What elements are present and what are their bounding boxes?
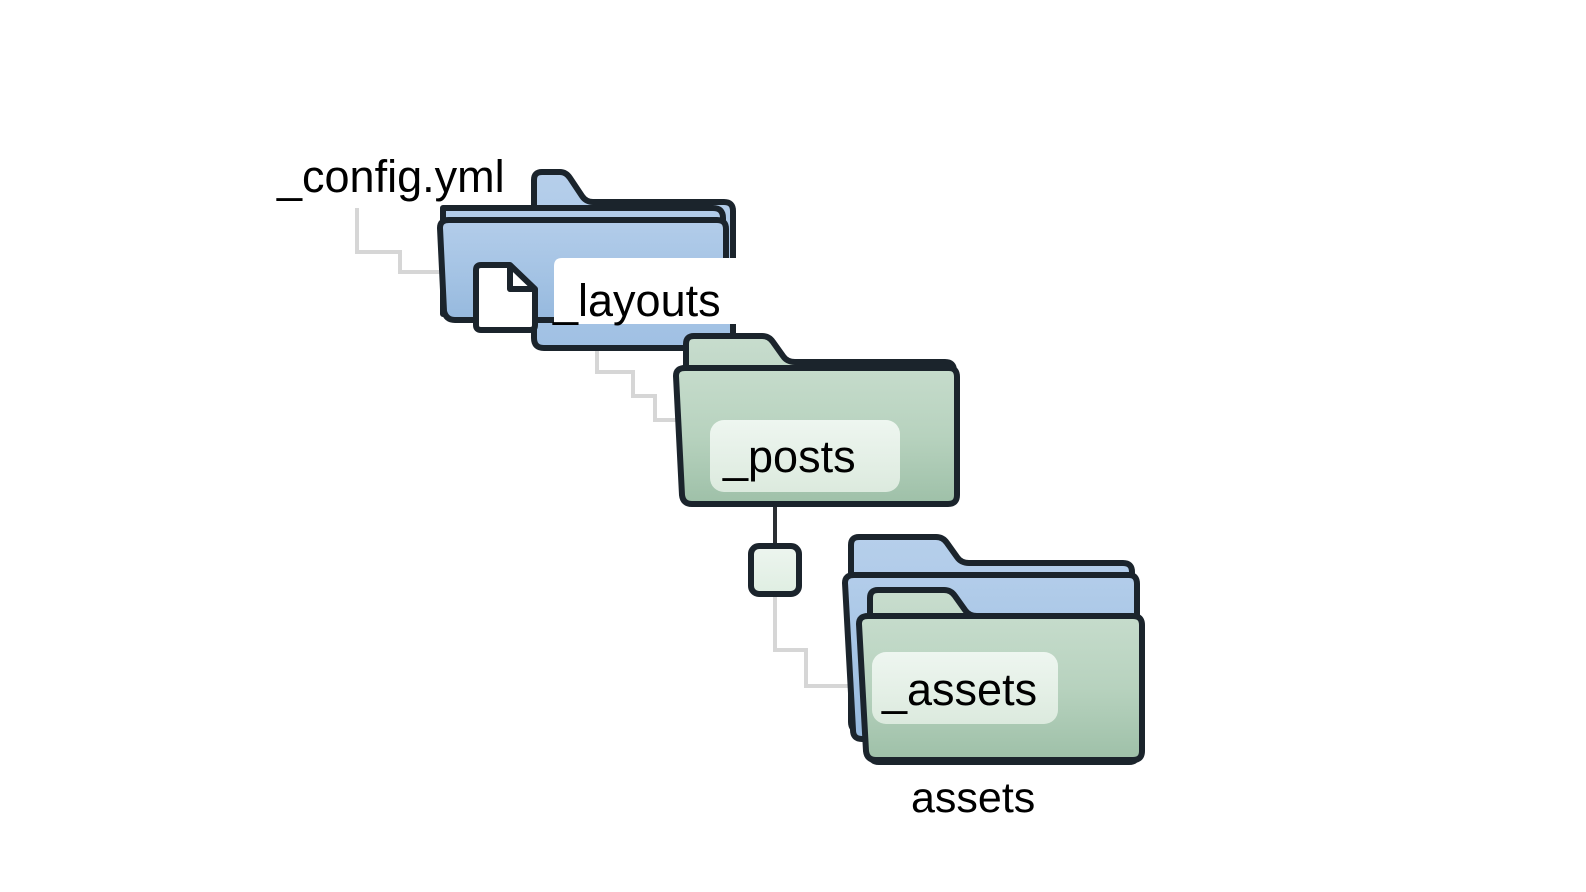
document-icon-fold [507, 265, 535, 292]
node-posts[interactable]: _posts [673, 333, 960, 507]
node-label-config-yml[interactable]: _config.yml [276, 151, 505, 202]
node-connector-square[interactable] [748, 543, 802, 597]
edge-square-to-assets [773, 594, 862, 688]
posts-label-chip [710, 420, 900, 492]
layouts-label-chip [554, 258, 792, 324]
node-layouts[interactable]: _layouts [437, 169, 792, 351]
assets-label-chip [872, 652, 1058, 724]
node-assets[interactable]: _assets [842, 534, 1145, 765]
node-label-assets-inner: _assets [881, 664, 1037, 715]
document-icon [473, 262, 538, 333]
node-label-layouts: _layouts [552, 275, 721, 326]
edge-layouts-to-posts [595, 333, 700, 422]
small-square-node [748, 543, 802, 597]
node-label-posts: _posts [722, 431, 856, 482]
node-caption-assets: assets [911, 774, 1035, 822]
